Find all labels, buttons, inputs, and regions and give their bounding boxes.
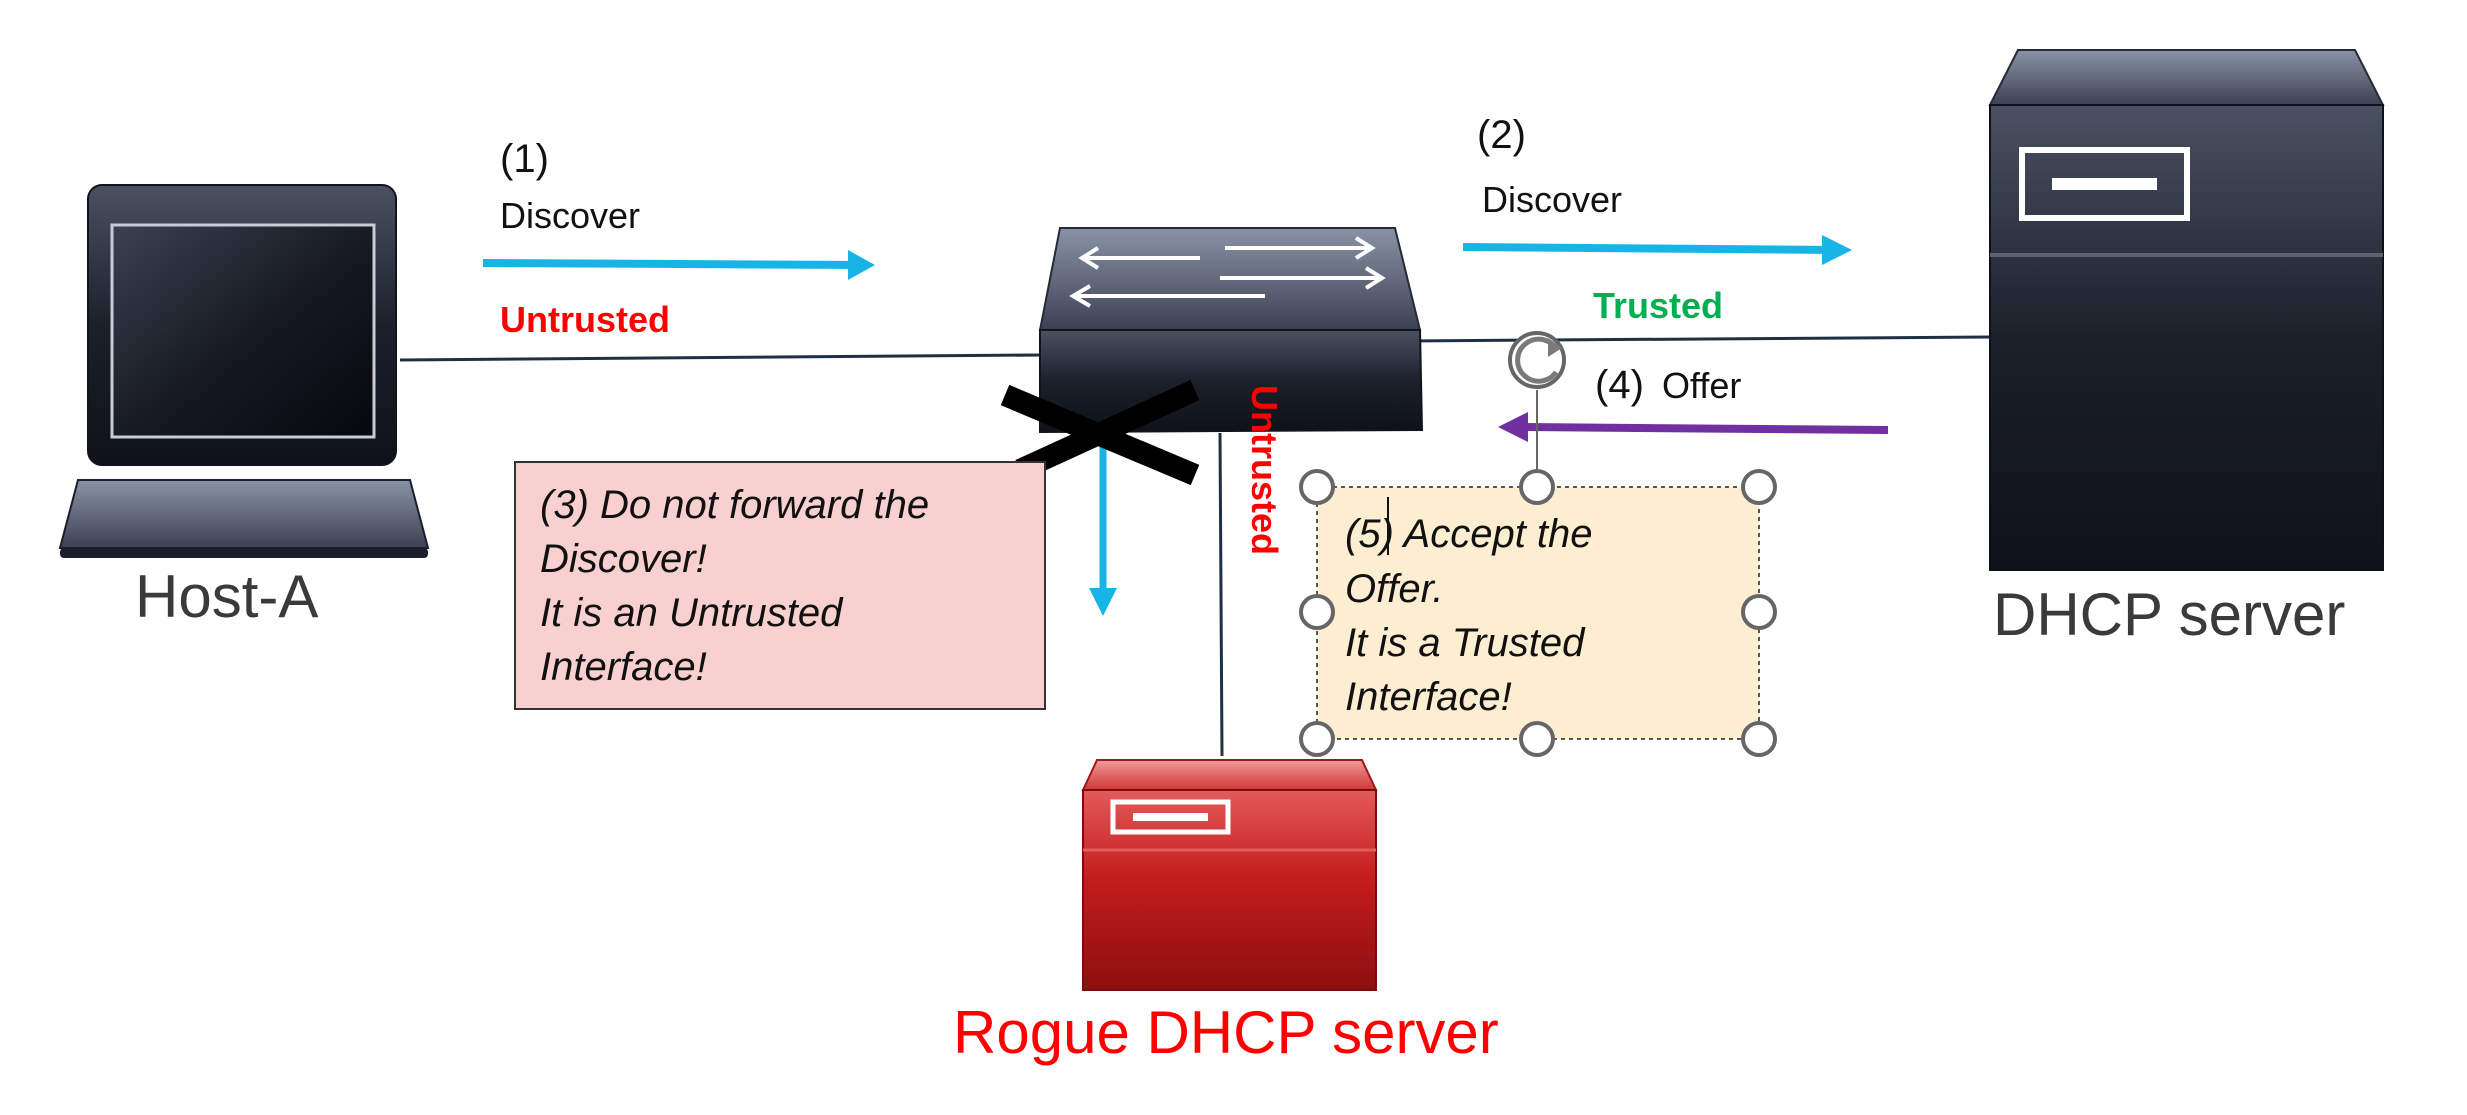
link-switch-rogue-trust: Untrusted xyxy=(1244,385,1285,555)
drop-note-line-1: (3) Do not forward the xyxy=(540,483,929,527)
step-2-label: Discover xyxy=(1482,179,1622,220)
discover-arrow-2 xyxy=(1462,243,1839,254)
discover-arrow-2-head xyxy=(1822,235,1852,265)
resize-handle-top-left[interactable] xyxy=(1299,469,1335,505)
step-1-label: Discover xyxy=(500,195,640,236)
link-switch-dhcp-server xyxy=(1404,335,1991,343)
step-2-number: (2) xyxy=(1477,113,1526,157)
server-icon xyxy=(1988,49,2385,571)
resize-handle-left[interactable] xyxy=(1299,594,1335,630)
resize-handle-bottom-right[interactable] xyxy=(1741,721,1777,757)
step-4-label: Offer xyxy=(1662,365,1741,406)
svg-text:(5) Accept the Offer.: (5) Accept the Offer. It is a Trusted In… xyxy=(1345,512,1604,719)
dropped-discover-arrow-head xyxy=(1089,588,1117,616)
discover-arrow-1-head xyxy=(848,250,875,280)
accept-note-line-1: (5) Accept the xyxy=(1345,512,1593,556)
resize-handle-bottom-left[interactable] xyxy=(1299,721,1335,757)
resize-handle-bottom[interactable] xyxy=(1519,721,1555,757)
link-switch-server-trust: Trusted xyxy=(1593,285,1723,326)
accept-note-line-3: It is a Trusted xyxy=(1345,621,1586,665)
drop-note-line-2: Discover! xyxy=(540,537,707,581)
laptop-icon xyxy=(58,184,430,558)
drop-note: (3) Do not forward the Discover! It is a… xyxy=(514,461,1046,710)
resize-handle-right[interactable] xyxy=(1741,594,1777,630)
rotate-handle-icon[interactable] xyxy=(1508,331,1566,389)
resize-handle-top[interactable] xyxy=(1519,469,1555,505)
accept-note[interactable]: (5) Accept the Offer. It is a Trusted In… xyxy=(1316,486,1760,740)
accept-note-line-2: Offer. xyxy=(1345,567,1444,611)
host-label: Host-A xyxy=(135,563,318,630)
rogue-server-icon xyxy=(1081,759,1378,991)
svg-text:(3) Do not forward the D: (3) Do not forward the Discover! It is a… xyxy=(540,483,940,689)
dhcp-server-label: DHCP server xyxy=(1993,581,2345,648)
drop-note-line-3: It is an Untrusted xyxy=(540,591,844,635)
blocked-x-icon xyxy=(1000,379,1200,486)
link-switch-rogue xyxy=(1218,432,1224,757)
discover-arrow-1 xyxy=(482,259,866,269)
resize-handle-top-right[interactable] xyxy=(1741,469,1777,505)
offer-arrow xyxy=(1517,423,1889,434)
link-host-switch-trust: Untrusted xyxy=(500,299,670,340)
accept-note-line-4: Interface! xyxy=(1345,675,1512,719)
step-1-number: (1) xyxy=(500,137,549,181)
link-host-switch xyxy=(399,353,1041,362)
offer-arrow-head xyxy=(1498,412,1528,442)
drop-note-line-4: Interface! xyxy=(540,645,707,689)
rogue-server-label: Rogue DHCP server xyxy=(953,999,1499,1066)
step-4-number: (4) xyxy=(1595,363,1644,407)
switch-icon xyxy=(1038,227,1424,434)
